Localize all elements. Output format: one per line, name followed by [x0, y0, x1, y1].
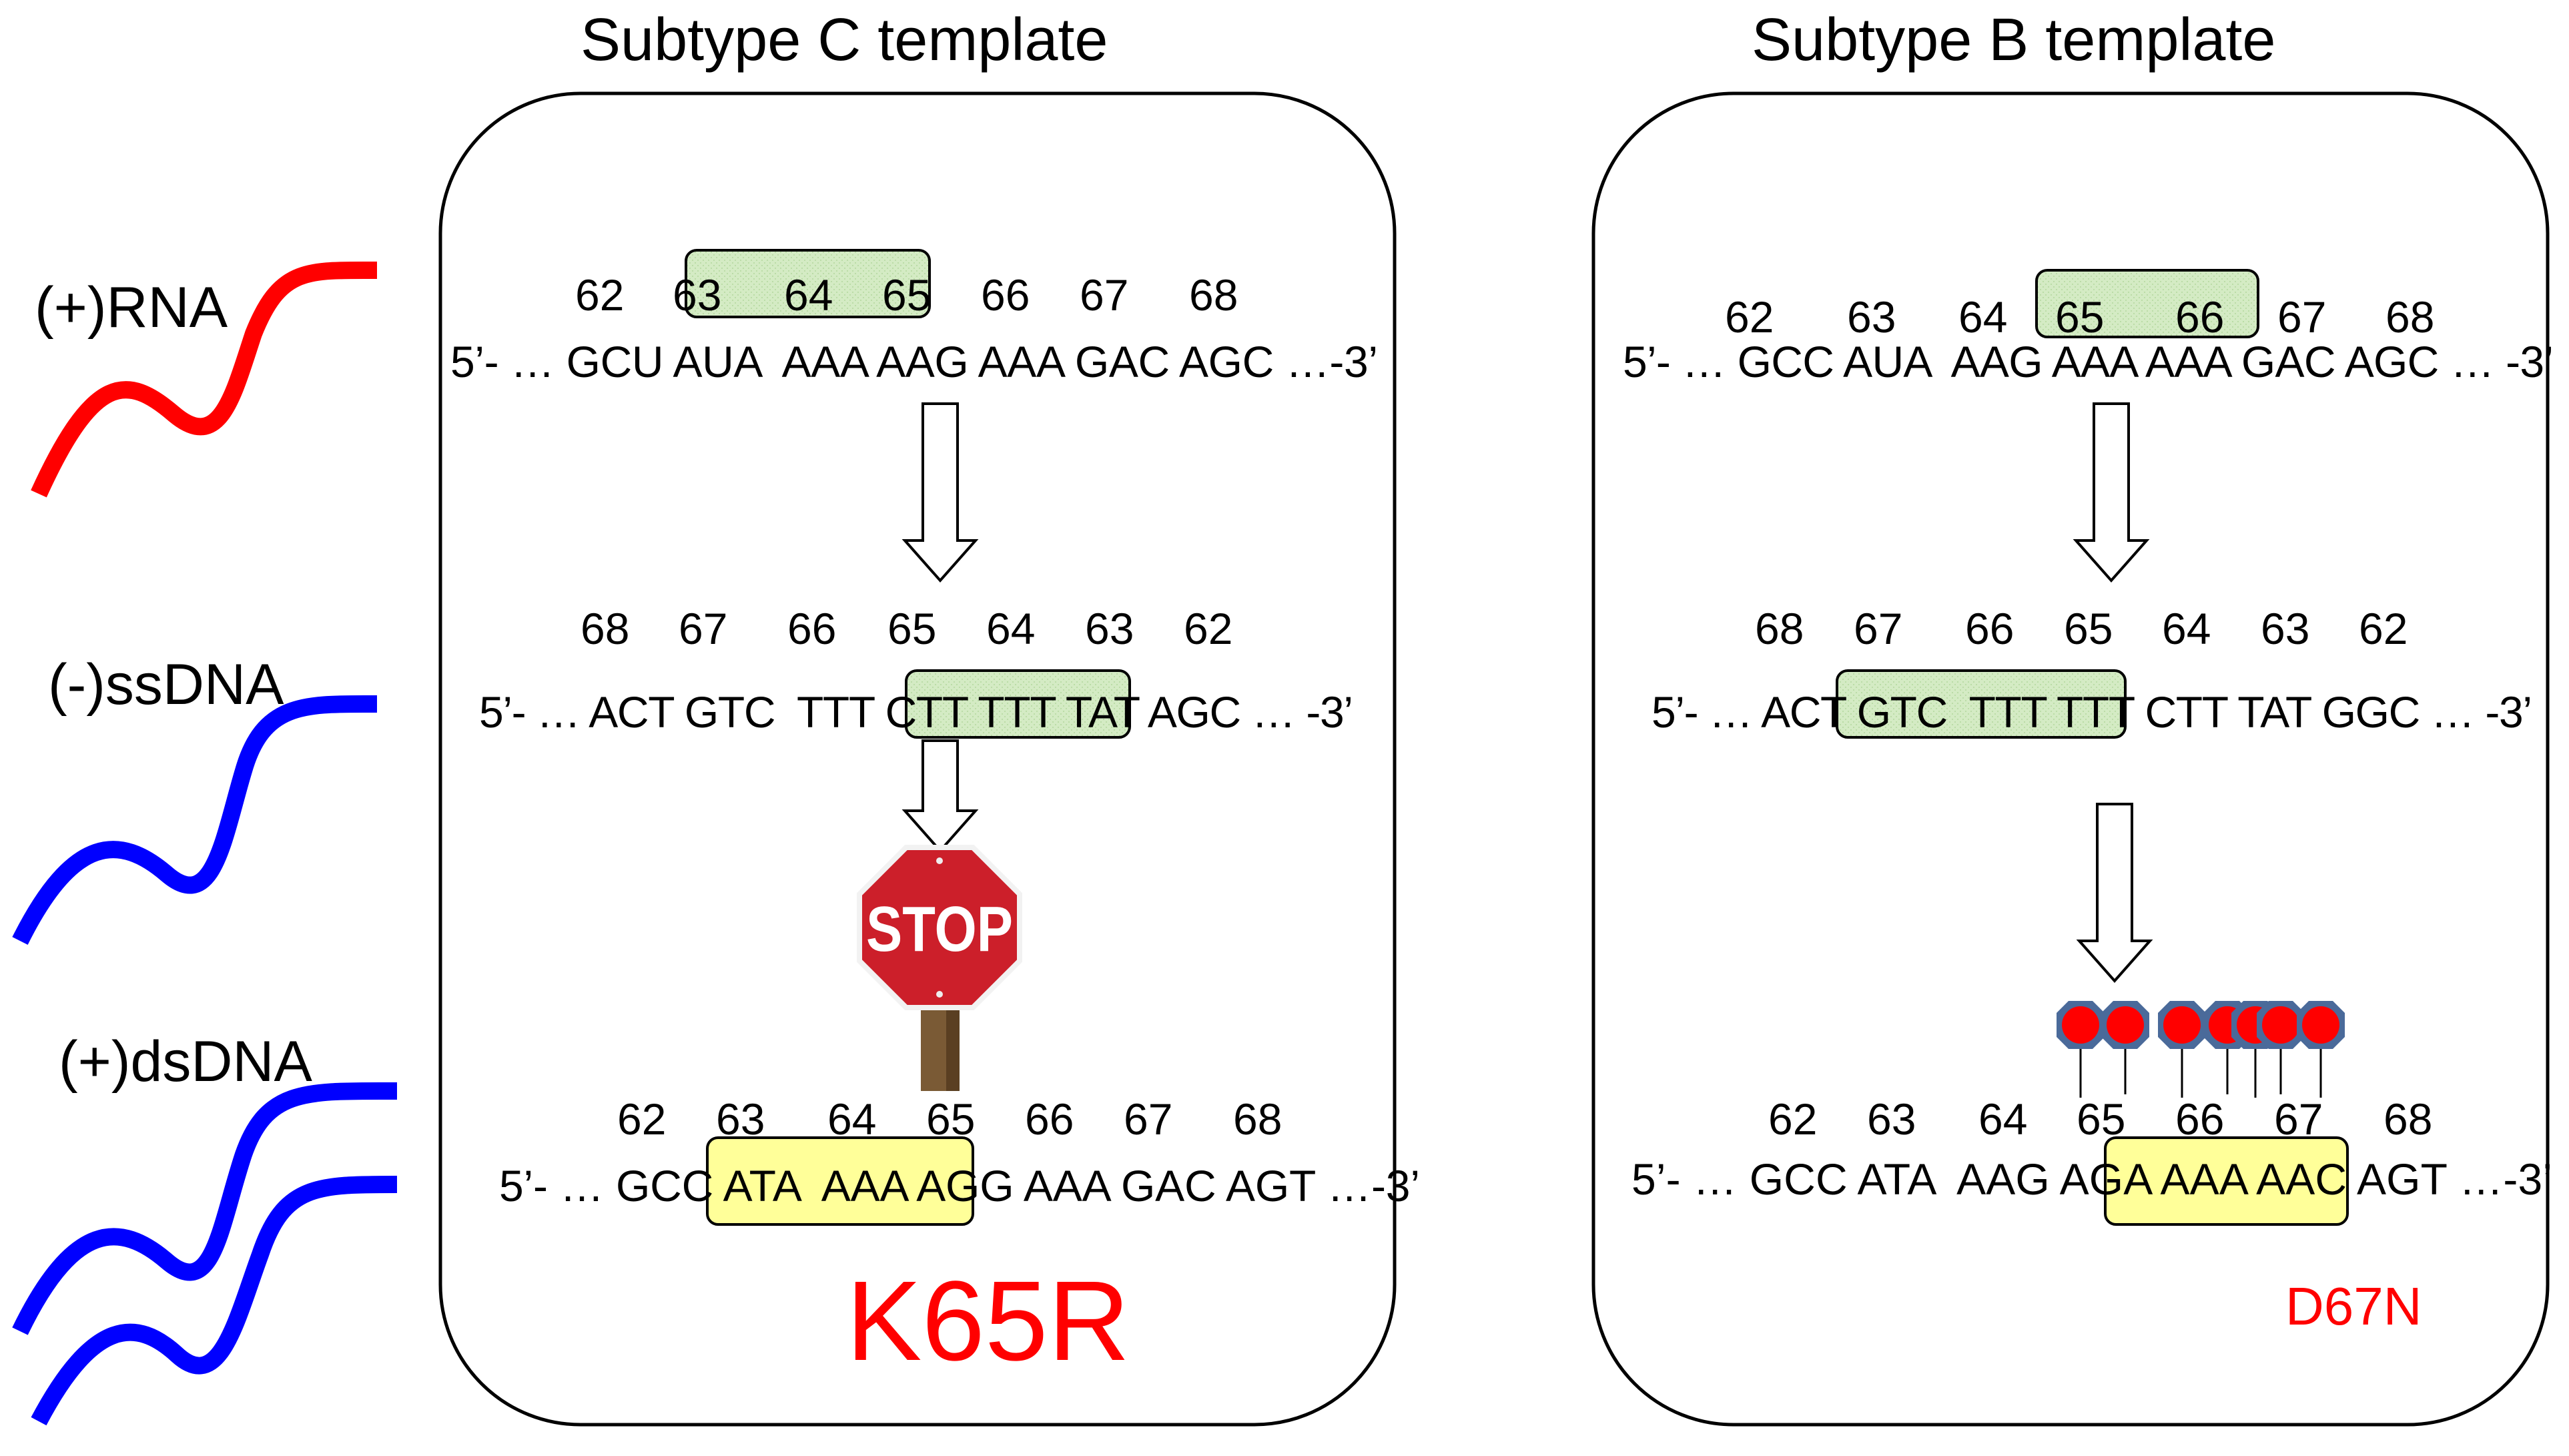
- codon-number: 66: [1965, 604, 2014, 653]
- stop-sign-bolt: [936, 857, 943, 864]
- codon-number: 65: [2055, 292, 2104, 342]
- down-arrow: [901, 402, 979, 583]
- right-ssdna-numbers: 68 67 66 65 64 63 62: [1755, 604, 2408, 653]
- codon-number: 64: [827, 1094, 876, 1144]
- left-ssdna-numbers: 68 67 66 65 64 63 62: [581, 604, 1232, 653]
- codon-number: 64: [1978, 1094, 2027, 1144]
- codon-number: 62: [2359, 604, 2408, 653]
- codon-number: 67: [2274, 1094, 2323, 1144]
- right-rna-highlight: [2035, 269, 2259, 338]
- right-rna-sequence: 5’- … GCC AUA AAG AAA AAA GAC AGC … -3’: [1623, 337, 2554, 386]
- codon-number: 67: [2277, 292, 2326, 342]
- down-arrow: [901, 739, 979, 853]
- dsdna-strand-2: [31, 1176, 398, 1426]
- stop-sign-octagon: [857, 845, 1022, 1010]
- strand-labels: (+)RNA (-)ssDNA (+)dsDNA: [35, 276, 313, 1094]
- codon-number: 66: [787, 604, 836, 653]
- codon-number: 63: [1867, 1094, 1916, 1144]
- mutation-markers: [2057, 1001, 2345, 1098]
- codon-number: 66: [2175, 1094, 2224, 1144]
- mutation-marker: [2062, 1006, 2099, 1044]
- down-arrow: [2076, 803, 2153, 984]
- dsdna-label: (+)dsDNA: [59, 1030, 313, 1094]
- rna-label: (+)RNA: [35, 276, 228, 340]
- codon-number: 68: [581, 604, 629, 653]
- right-ssdna-sequence: 5’- … ACT GTC TTT TTT CTT TAT GGC … -3’: [1652, 687, 2532, 737]
- codon-number: 64: [1958, 292, 2007, 342]
- codon-number: 63: [1847, 292, 1896, 342]
- stop-sign: STOP: [857, 845, 1022, 1091]
- dsdna-strand-1: [12, 1082, 398, 1335]
- right-ssdna-highlight: [1836, 669, 2127, 739]
- right-rna-numbers: 62 63 64 65 66 67 68: [1725, 292, 2434, 342]
- mutation-marker: [2302, 1006, 2339, 1044]
- stop-sign-bolt: [936, 991, 943, 998]
- strand-curves: [12, 261, 398, 1426]
- codon-number: 65: [2064, 604, 2113, 653]
- left-rna-numbers: 62 63 64 65 66 67 68: [575, 270, 1238, 320]
- codon-number: 66: [2175, 292, 2224, 342]
- rna-strand: [31, 261, 378, 498]
- left-dsdna-sequence: 5’- … GCC ATA AAA AGG AAA GAC AGT …-3’: [499, 1161, 1420, 1210]
- right-panel: Subtype B template 62 63 64 65 66 67 68 …: [1591, 7, 2554, 1427]
- codon-number: 62: [617, 1094, 666, 1144]
- right-panel-title: Subtype B template: [1752, 7, 2275, 73]
- codon-number: 68: [2383, 1094, 2432, 1144]
- stop-sign-post-shade: [946, 1004, 960, 1091]
- right-dsdna-highlight: [2104, 1136, 2349, 1226]
- codon-number: 63: [2261, 604, 2309, 653]
- codon-number: 67: [1080, 270, 1128, 320]
- right-dsdna-sequence: 5’- … GCC ATA AAG AGA AAA AAC AGT …-3’: [1631, 1154, 2552, 1204]
- codon-number: 65: [926, 1094, 975, 1144]
- codon-number: 68: [1755, 604, 1804, 653]
- stop-sign-text: STOP: [866, 893, 1013, 965]
- left-panel-frame: [438, 91, 1397, 1427]
- down-arrow: [2073, 402, 2150, 583]
- ssdna-label: (-)ssDNA: [48, 653, 284, 717]
- codon-number: 65: [882, 270, 931, 320]
- mutation-label-d67n: D67N: [2285, 1277, 2422, 1336]
- mutation-marker: [2262, 1006, 2299, 1044]
- codon-number: 62: [1184, 604, 1232, 653]
- codon-number: 62: [575, 270, 624, 320]
- codon-number: 68: [1189, 270, 1238, 320]
- codon-number: 65: [887, 604, 936, 653]
- codon-number: 66: [1025, 1094, 1074, 1144]
- left-panel-title: Subtype C template: [581, 7, 1108, 73]
- codon-number: 64: [784, 270, 833, 320]
- left-panel: Subtype C template 62 63 64 65 66 67 68 …: [438, 7, 1420, 1427]
- codon-number: 64: [986, 604, 1035, 653]
- codon-number: 64: [2162, 604, 2211, 653]
- codon-number: 63: [1085, 604, 1134, 653]
- codon-number: 66: [981, 270, 1030, 320]
- right-panel-frame: [1591, 91, 2550, 1427]
- ssdna-strand: [12, 695, 378, 945]
- left-dsdna-numbers: 62 63 64 65 66 67 68: [617, 1094, 1282, 1144]
- codon-number: 62: [1725, 292, 1774, 342]
- codon-number: 67: [1124, 1094, 1172, 1144]
- left-rna-highlight: [685, 249, 931, 318]
- mutation-label-k65r: K65R: [846, 1258, 1130, 1385]
- codon-number: 67: [679, 604, 727, 653]
- codon-number: 63: [673, 270, 721, 320]
- codon-number: 63: [716, 1094, 765, 1144]
- codon-number: 65: [2077, 1094, 2125, 1144]
- mutation-marker: [2163, 1006, 2201, 1044]
- left-ssdna-highlight: [905, 669, 1131, 739]
- right-dsdna-numbers: 62 63 64 65 66 67 68: [1768, 1094, 2432, 1144]
- codon-number: 62: [1768, 1094, 1817, 1144]
- codon-number: 67: [1854, 604, 1902, 653]
- codon-number: 68: [1233, 1094, 1282, 1144]
- left-dsdna-highlight: [706, 1136, 974, 1226]
- mutation-marker: [2107, 1006, 2144, 1044]
- left-ssdna-sequence: 5’- … ACT GTC TTT CTT TTT TAT AGC … -3’: [479, 687, 1353, 737]
- left-rna-sequence: 5’- … GCU AUA AAA AAG AAA GAC AGC …-3’: [450, 337, 1378, 386]
- codon-number: 68: [2386, 292, 2434, 342]
